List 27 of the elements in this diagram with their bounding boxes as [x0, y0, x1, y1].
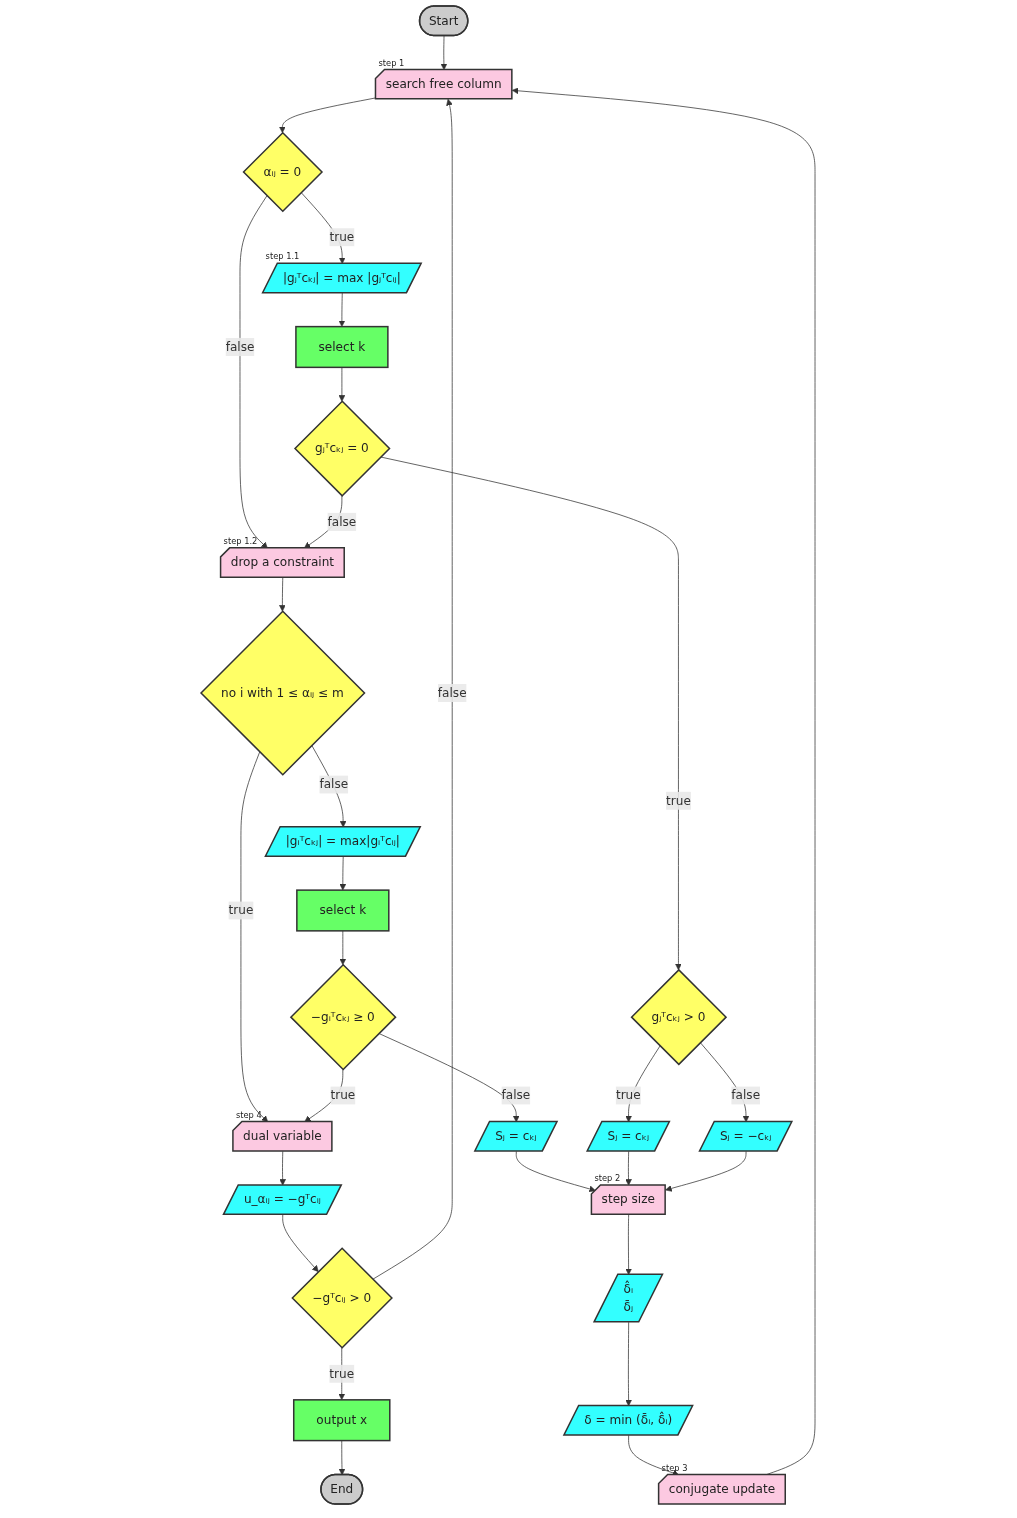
edge-label: false [226, 339, 255, 354]
node-diamond: gⱼᵀcₖⱼ = 0 [294, 400, 392, 497]
step-label: step 1.2 [224, 536, 258, 547]
step-label: step 2 [594, 1173, 621, 1184]
node-diamond: αᵢⱼ = 0 [242, 131, 324, 213]
edge-label: false [731, 1087, 761, 1103]
step-label: step 1 [378, 57, 405, 68]
edge-label: false [502, 1087, 531, 1103]
step-label: step 4 [236, 1109, 263, 1120]
edge-label: true [666, 793, 692, 808]
node-diamond: −gᵀcᵢⱼ > 0 [291, 1247, 394, 1349]
edge-label: false [328, 514, 357, 529]
node-diamond: no i with 1 ≤ αᵢⱼ ≤ m [200, 610, 367, 776]
edge-label: true [329, 1366, 355, 1381]
node-box: select k [295, 325, 390, 369]
edge-label: true [329, 229, 355, 245]
node-diamond: −gᵢᵀcₖⱼ ≥ 0 [290, 963, 398, 1071]
edge-label: false [438, 685, 468, 700]
node-box: select k [296, 889, 391, 932]
step-label: step 3 [662, 1462, 688, 1473]
edge-label: true [616, 1087, 642, 1103]
node-diamond: gⱼᵀcₖⱼ > 0 [630, 968, 728, 1066]
edge-label: true [229, 902, 254, 918]
node-box: output x [293, 1399, 391, 1442]
edge-label: false [319, 777, 349, 792]
step-label: step 1.1 [266, 251, 300, 262]
edge-label: true [330, 1087, 356, 1103]
